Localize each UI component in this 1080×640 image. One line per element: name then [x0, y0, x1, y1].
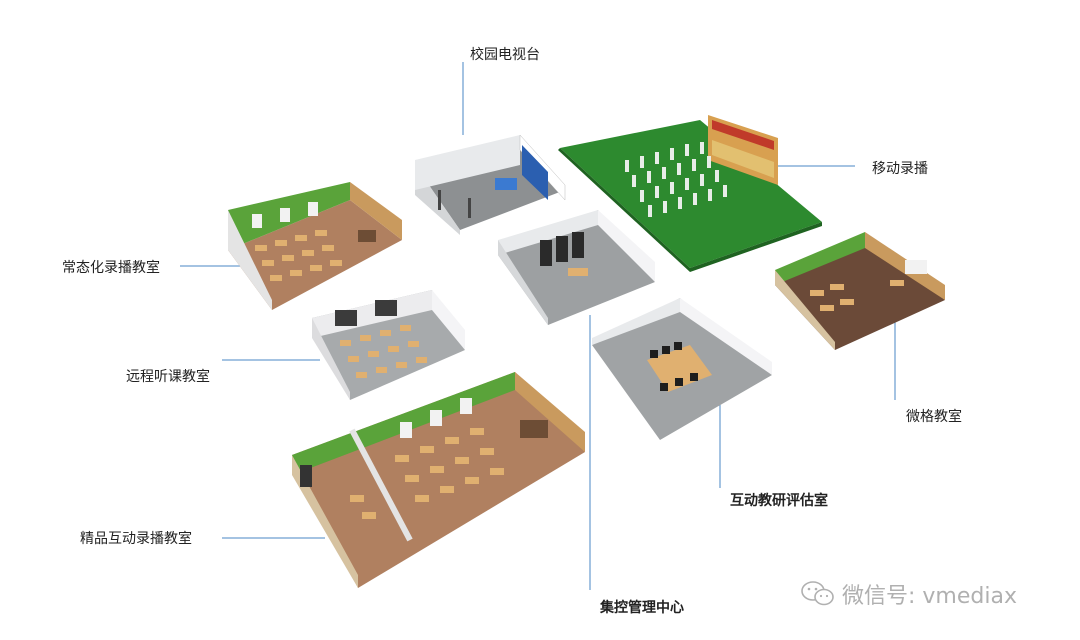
label-mobile-recording: 移动录播 [872, 158, 928, 178]
premium-interactive-classroom [292, 372, 585, 588]
label-normal-recording-classroom: 常态化录播教室 [62, 257, 160, 277]
remote-listening-classroom [312, 290, 465, 400]
normal-recording-classroom [228, 182, 402, 310]
wechat-icon [800, 580, 836, 608]
label-premium-interactive-classroom: 精品互动录播教室 [80, 528, 192, 548]
label-central-control-center: 集控管理中心 [600, 597, 684, 617]
label-remote-listening-classroom: 远程听课教室 [126, 366, 210, 386]
micro-classroom [775, 232, 945, 350]
label-micro-classroom: 微格教室 [906, 406, 962, 426]
label-campus-tv: 校园电视台 [470, 44, 540, 64]
watermark: 微信号: vmediax [800, 578, 1017, 610]
watermark-text: 微信号: vmediax [842, 578, 1017, 610]
campus-tv-room [415, 135, 565, 235]
connector-lines [180, 62, 895, 590]
label-interactive-research-room: 互动教研评估室 [730, 490, 828, 510]
central-control-room [498, 210, 655, 325]
interactive-research-room [592, 298, 772, 440]
